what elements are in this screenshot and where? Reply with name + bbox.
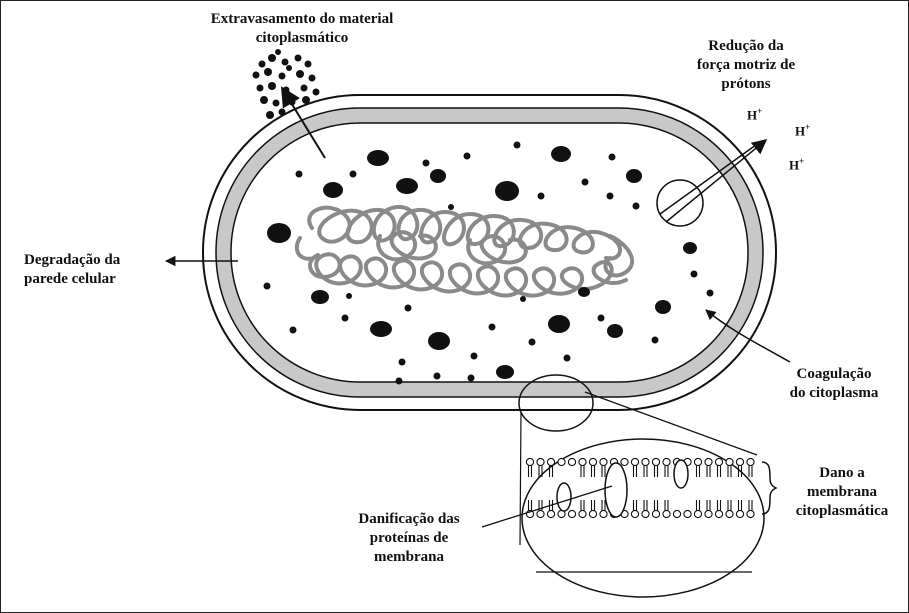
phospholipid-head-top xyxy=(537,458,544,465)
phospholipid-head-bottom xyxy=(726,510,733,517)
label-extravasamento-line-2: citoplasmático xyxy=(211,29,393,48)
label-dano-line-1: Dano a xyxy=(796,464,888,483)
phospholipid-head-bottom xyxy=(684,510,691,517)
phospholipid-head-top xyxy=(547,458,554,465)
label-extravasamento: Extravasamento do material citoplasmátic… xyxy=(211,10,393,48)
phospholipid-head-top xyxy=(621,458,628,465)
label-dano-line-3: citoplasmática xyxy=(796,502,888,521)
phospholipid-head-bottom xyxy=(694,510,701,517)
membrane-protein-large xyxy=(605,463,627,517)
phospholipid-head-top xyxy=(715,458,722,465)
label-degradacao-line-2: parede celular xyxy=(24,270,120,289)
phospholipid-head-top xyxy=(579,458,586,465)
phospholipid-head-top xyxy=(589,458,596,465)
phospholipid-head-bottom xyxy=(547,510,554,517)
phospholipid-head-bottom xyxy=(705,510,712,517)
proton-ion-1-symbol: H xyxy=(747,107,757,122)
phospholipid-head-bottom xyxy=(579,510,586,517)
proton-ion-3: H+ xyxy=(789,156,804,173)
phospholipid-head-top xyxy=(568,458,575,465)
phospholipid-head-top xyxy=(600,458,607,465)
label-danificacao-line-1: Danificação das xyxy=(358,510,459,529)
phospholipid-head-top xyxy=(663,458,670,465)
phospholipid-head-top xyxy=(747,458,754,465)
phospholipid-head-top xyxy=(726,458,733,465)
phospholipid-head-bottom xyxy=(715,510,722,517)
label-reducao-forca-motriz: Redução da força motriz de prótons xyxy=(697,37,795,94)
cytoplasm xyxy=(231,123,748,382)
membrane-brace xyxy=(762,462,776,514)
phospholipid-head-top xyxy=(526,458,533,465)
label-dano-membrana: Dano a membrana citoplasmática xyxy=(796,464,888,521)
label-coagulacao-line-2: do citoplasma xyxy=(790,384,879,403)
proton-ion-1: H+ xyxy=(747,106,762,123)
label-danificacao-line-2: proteínas de xyxy=(358,529,459,548)
phospholipid-head-bottom xyxy=(600,510,607,517)
phospholipid-head-top xyxy=(558,458,565,465)
phospholipid-head-top xyxy=(652,458,659,465)
proton-ion-2: H+ xyxy=(795,122,810,139)
phospholipid-head-bottom xyxy=(663,510,670,517)
proton-ion-3-charge: + xyxy=(799,156,804,166)
phospholipid-head-bottom xyxy=(631,510,638,517)
phospholipid-head-top xyxy=(642,458,649,465)
phospholipid-head-bottom xyxy=(589,510,596,517)
proton-ion-3-symbol: H xyxy=(789,157,799,172)
label-reducao-line-3: prótons xyxy=(697,75,795,94)
label-degradacao-line-1: Degradação da xyxy=(24,251,120,270)
label-extravasamento-line-1: Extravasamento do material xyxy=(211,10,393,29)
membrane-protein-left xyxy=(557,483,571,511)
proton-ion-2-charge: + xyxy=(805,122,810,132)
label-degradacao-parede: Degradação da parede celular xyxy=(24,251,120,289)
phospholipid-head-bottom xyxy=(736,510,743,517)
proton-pore xyxy=(657,180,703,226)
phospholipid-head-top xyxy=(705,458,712,465)
label-danificacao-line-3: membrana xyxy=(358,548,459,567)
phospholipid-head-top xyxy=(694,458,701,465)
phospholipid-head-bottom xyxy=(673,510,680,517)
phospholipid-head-bottom xyxy=(652,510,659,517)
label-reducao-line-1: Redução da xyxy=(697,37,795,56)
label-reducao-line-2: força motriz de xyxy=(697,56,795,75)
phospholipid-head-bottom xyxy=(747,510,754,517)
membrane-protein-right xyxy=(674,460,688,488)
zoom-line-left xyxy=(520,412,521,545)
phospholipid-head-top xyxy=(631,458,638,465)
label-dano-line-2: membrana xyxy=(796,483,888,502)
label-coagulacao-line-1: Coagulação xyxy=(790,365,879,384)
label-coagulacao: Coagulação do citoplasma xyxy=(790,365,879,403)
proton-ion-1-charge: + xyxy=(757,106,762,116)
label-danificacao-proteinas: Danificação das proteínas de membrana xyxy=(358,510,459,567)
phospholipid-head-bottom xyxy=(568,510,575,517)
phospholipid-head-bottom xyxy=(537,510,544,517)
phospholipid-head-top xyxy=(736,458,743,465)
phospholipid-head-bottom xyxy=(642,510,649,517)
proton-ion-2-symbol: H xyxy=(795,123,805,138)
